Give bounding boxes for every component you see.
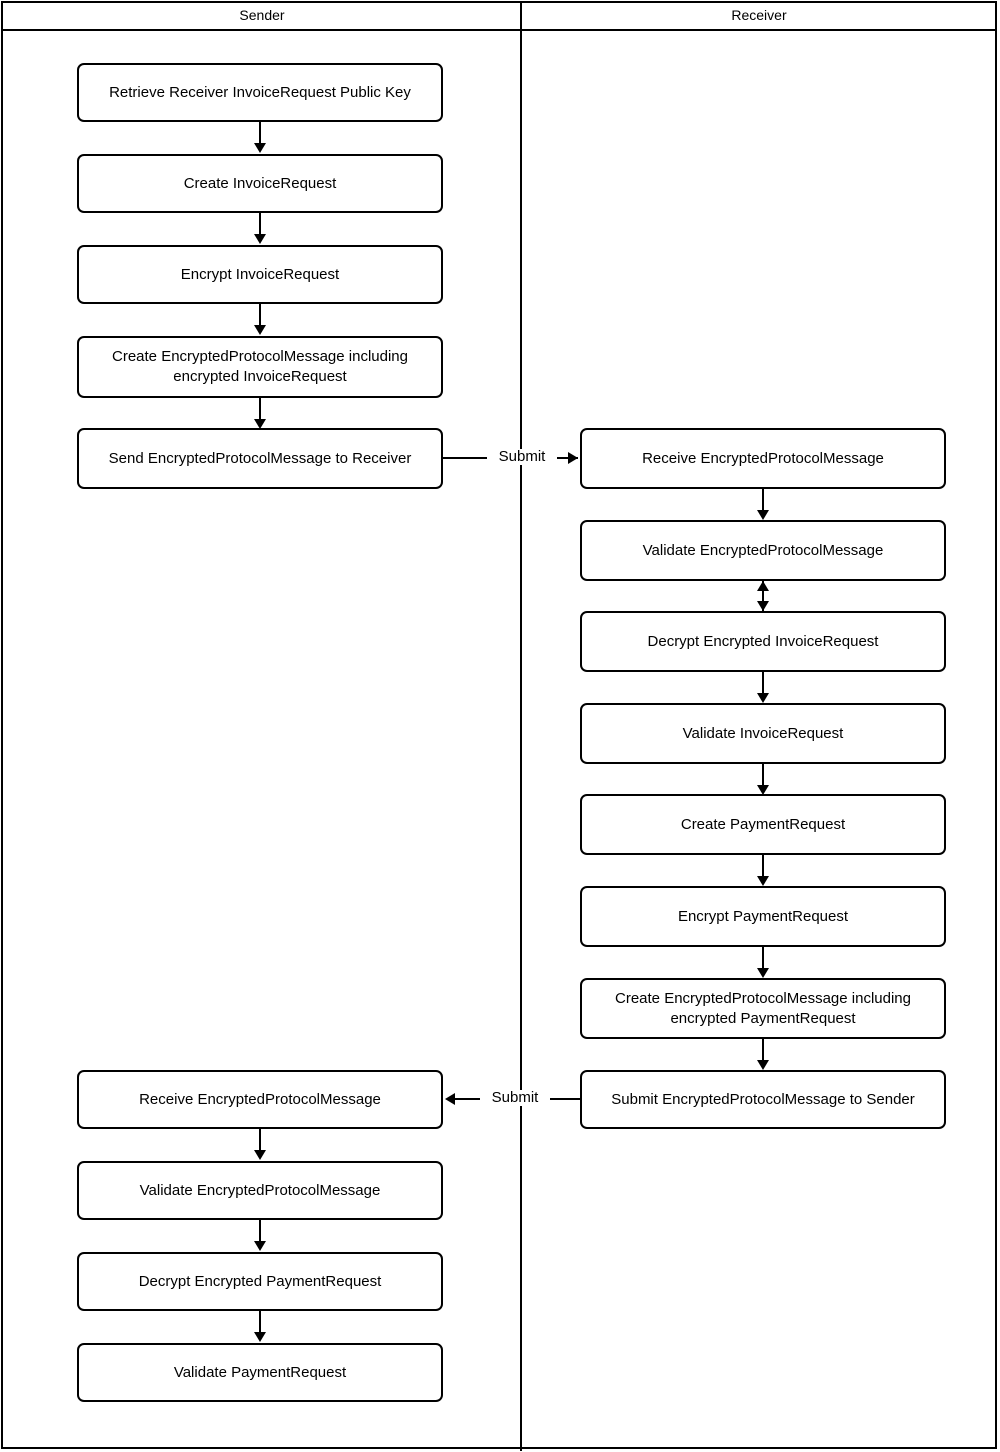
arrowhead-n8-n7 bbox=[757, 581, 769, 591]
node-label: Create PaymentRequest bbox=[680, 815, 846, 833]
node-validate-paymentrequest[interactable]: Validate PaymentRequest bbox=[77, 1343, 443, 1402]
node-label: Validate EncryptedProtocolMessage bbox=[139, 1181, 381, 1199]
node-create-epm-invoicerequest[interactable]: Create EncryptedProtocolMessage includin… bbox=[77, 336, 443, 398]
arrowhead-n10-n11 bbox=[757, 876, 769, 886]
arrowhead-n12-n13 bbox=[757, 1060, 769, 1070]
node-label: Encrypt PaymentRequest bbox=[677, 907, 849, 925]
node-label: Receive EncryptedProtocolMessage bbox=[139, 1090, 381, 1108]
node-retrieve-receiver-public-key[interactable]: Retrieve Receiver InvoiceRequest Public … bbox=[77, 63, 443, 122]
connector-n12-n13 bbox=[762, 1039, 764, 1061]
arrowhead-n5-n6 bbox=[568, 452, 578, 464]
arrowhead-n9-n10 bbox=[757, 785, 769, 795]
arrowhead-n13-n14 bbox=[445, 1093, 455, 1105]
node-label: Submit EncryptedProtocolMessage to Sende… bbox=[611, 1090, 915, 1108]
connector-n4-n5 bbox=[259, 398, 261, 420]
arrowhead-n1-n2 bbox=[254, 143, 266, 153]
arrowhead-n14-n15 bbox=[254, 1150, 266, 1160]
node-encrypt-invoicerequest[interactable]: Encrypt InvoiceRequest bbox=[77, 245, 443, 304]
arrowhead-n11-n12 bbox=[757, 968, 769, 978]
connector-n7-n8 bbox=[762, 581, 764, 611]
connector-n15-n16 bbox=[259, 1220, 261, 1242]
connector-n2-n3 bbox=[259, 213, 261, 235]
connector-n1-n2 bbox=[259, 122, 261, 144]
node-label: Validate EncryptedProtocolMessage bbox=[642, 541, 884, 559]
node-receive-epm-sender[interactable]: Receive EncryptedProtocolMessage bbox=[77, 1070, 443, 1129]
node-label: Validate PaymentRequest bbox=[173, 1363, 347, 1381]
node-decrypt-encrypted-invoicerequest[interactable]: Decrypt Encrypted InvoiceRequest bbox=[580, 611, 946, 672]
lane-header-divider bbox=[1, 29, 997, 31]
node-create-invoicerequest[interactable]: Create InvoiceRequest bbox=[77, 154, 443, 213]
node-validate-epm-receiver[interactable]: Validate EncryptedProtocolMessage bbox=[580, 520, 946, 581]
node-decrypt-encrypted-paymentrequest[interactable]: Decrypt Encrypted PaymentRequest bbox=[77, 1252, 443, 1311]
node-label: Decrypt Encrypted InvoiceRequest bbox=[647, 632, 879, 650]
arrowhead-n15-n16 bbox=[254, 1241, 266, 1251]
arrowhead-n16-n17 bbox=[254, 1332, 266, 1342]
connector-n11-n12 bbox=[762, 947, 764, 969]
connector-n6-n7 bbox=[762, 489, 764, 511]
node-create-paymentrequest[interactable]: Create PaymentRequest bbox=[580, 794, 946, 855]
node-send-epm-to-receiver[interactable]: Send EncryptedProtocolMessage to Receive… bbox=[77, 428, 443, 489]
node-submit-epm-to-sender[interactable]: Submit EncryptedProtocolMessage to Sende… bbox=[580, 1070, 946, 1129]
node-validate-invoicerequest[interactable]: Validate InvoiceRequest bbox=[580, 703, 946, 764]
node-label: Retrieve Receiver InvoiceRequest Public … bbox=[109, 83, 411, 101]
connector-n3-n4 bbox=[259, 304, 261, 326]
lane-header-receiver: Receiver bbox=[731, 7, 787, 23]
edge-label-submit-to-sender: Submit bbox=[480, 1090, 550, 1106]
node-validate-epm-sender[interactable]: Validate EncryptedProtocolMessage bbox=[77, 1161, 443, 1220]
arrowhead-n3-n4 bbox=[254, 325, 266, 335]
connector-n8-n9 bbox=[762, 672, 764, 694]
lane-vertical-divider bbox=[520, 1, 522, 1451]
arrowhead-n4-n5 bbox=[254, 419, 266, 429]
node-label: Create EncryptedProtocolMessage includin… bbox=[615, 989, 911, 1027]
node-label: Decrypt Encrypted PaymentRequest bbox=[138, 1272, 382, 1290]
node-encrypt-paymentrequest[interactable]: Encrypt PaymentRequest bbox=[580, 886, 946, 947]
connector-n9-n10 bbox=[762, 764, 764, 786]
lane-header-sender: Sender bbox=[239, 7, 285, 23]
node-label: Create InvoiceRequest bbox=[183, 174, 337, 192]
node-label: Encrypt InvoiceRequest bbox=[180, 265, 340, 283]
node-label: Create EncryptedProtocolMessage includin… bbox=[112, 348, 408, 385]
node-receive-epm-receiver[interactable]: Receive EncryptedProtocolMessage bbox=[580, 428, 946, 489]
edge-label-submit-to-receiver: Submit bbox=[487, 449, 557, 465]
node-label: Send EncryptedProtocolMessage to Receive… bbox=[108, 449, 412, 467]
connector-n16-n17 bbox=[259, 1311, 261, 1333]
node-create-epm-paymentrequest[interactable]: Create EncryptedProtocolMessage includin… bbox=[580, 978, 946, 1039]
arrowhead-n7-n8 bbox=[757, 601, 769, 611]
node-label: Receive EncryptedProtocolMessage bbox=[642, 449, 884, 467]
arrowhead-n8-n9 bbox=[757, 693, 769, 703]
arrowhead-n2-n3 bbox=[254, 234, 266, 244]
connector-n14-n15 bbox=[259, 1129, 261, 1151]
connector-n10-n11 bbox=[762, 855, 764, 877]
node-label: Validate InvoiceRequest bbox=[682, 724, 844, 742]
arrowhead-n6-n7 bbox=[757, 510, 769, 520]
